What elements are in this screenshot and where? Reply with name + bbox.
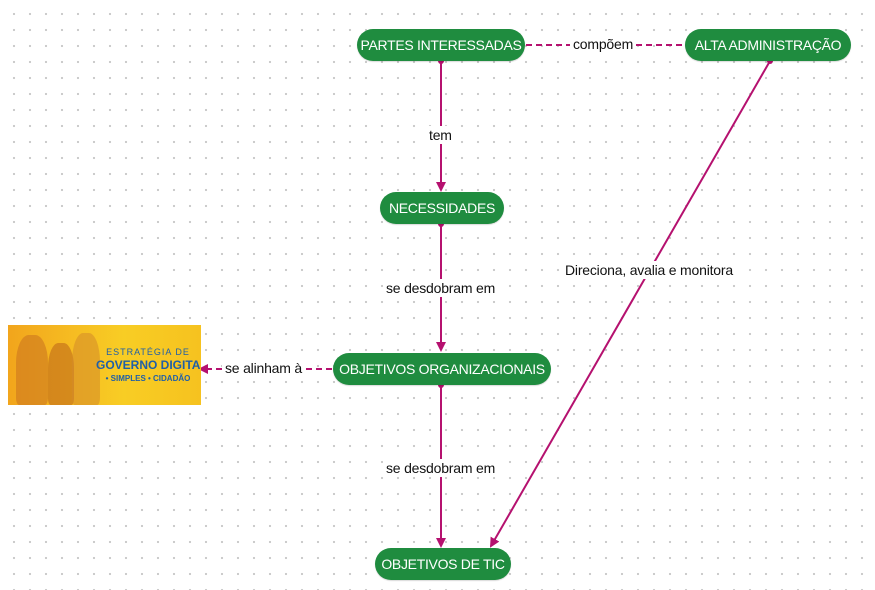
governo-digital-banner[interactable]: ESTRATÉGIA DE GOVERNO DIGITAL • SIMPLES … [8, 325, 201, 405]
banner-person-figure [72, 333, 100, 405]
edge-label-se-desdobram-2: se desdobram em [383, 459, 499, 477]
banner-line1: ESTRATÉGIA DE [106, 347, 190, 357]
node-alta-administracao[interactable]: ALTA ADMINISTRAÇÃO [685, 29, 851, 61]
edge-label-tem: tem [426, 126, 455, 144]
edge-label-direciona: Direciona, avalia e monitora [562, 261, 736, 279]
banner-person-figure [16, 335, 48, 405]
node-objetivos-organizacionais[interactable]: OBJETIVOS ORGANIZACIONAIS [333, 353, 551, 385]
edge-label-se-desdobram-1: se desdobram em [383, 279, 499, 297]
connector-direciona [490, 60, 771, 548]
banner-line2: GOVERNO DIGITAL [96, 358, 201, 372]
node-partes-interessadas[interactable]: PARTES INTERESSADAS [357, 29, 525, 61]
banner-line3: • SIMPLES • CIDADÃO [105, 374, 191, 383]
banner-person-figure [48, 343, 74, 405]
node-objetivos-de-tic[interactable]: OBJETIVOS DE TIC [375, 548, 511, 580]
edge-label-compoem: compõem [570, 35, 637, 53]
edge-label-se-alinham: se alinham à [222, 359, 305, 377]
node-necessidades[interactable]: NECESSIDADES [380, 192, 504, 224]
